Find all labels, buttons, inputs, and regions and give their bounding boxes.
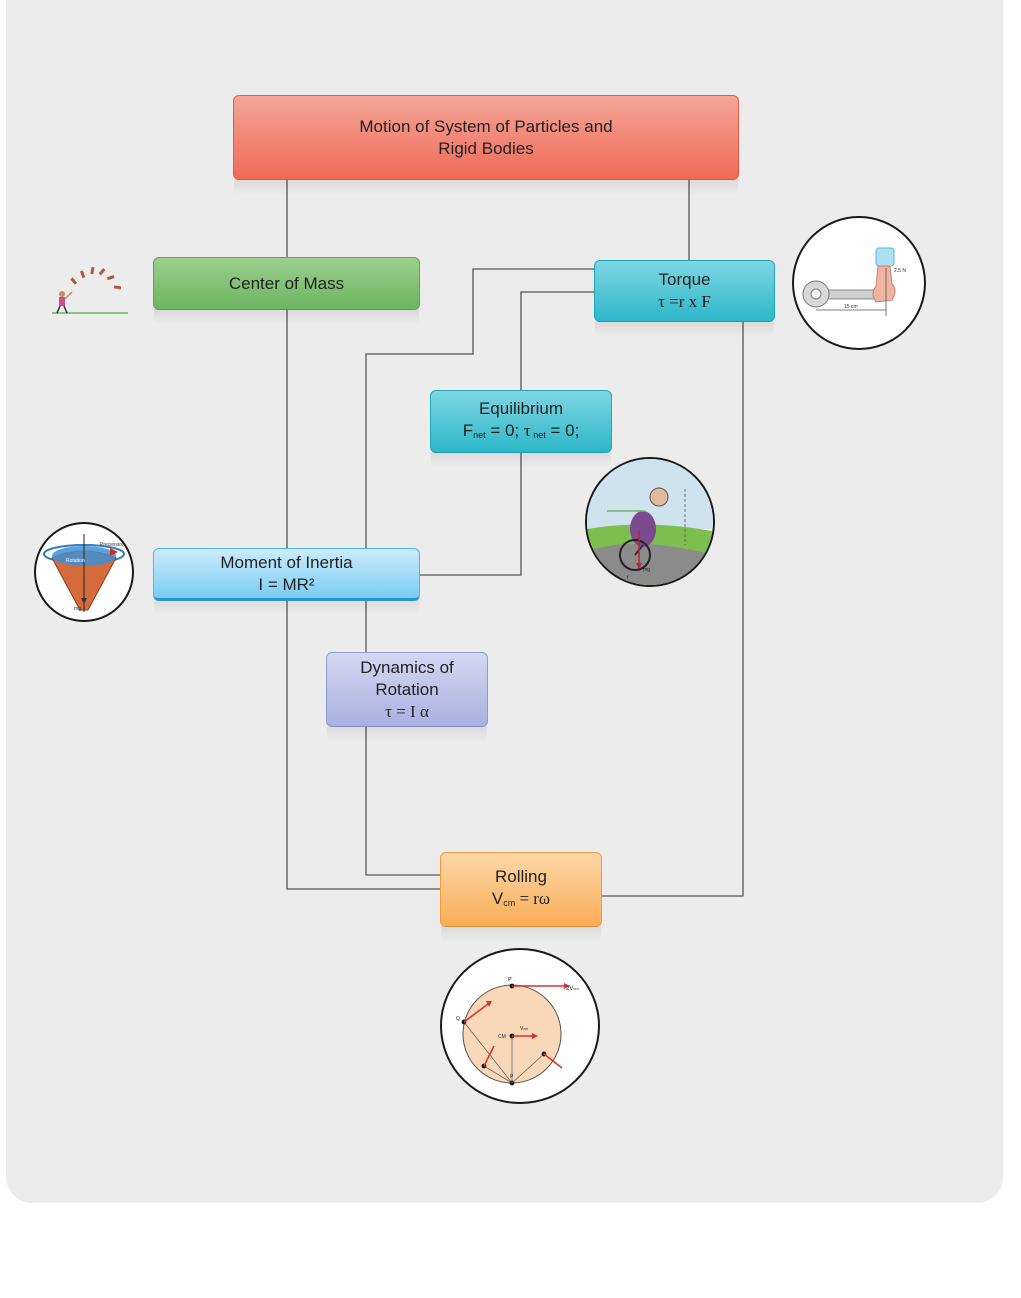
top-mg-label: mg xyxy=(74,606,81,612)
wheel-q-label: Q xyxy=(456,1016,460,1022)
connector-equilibrium-moi xyxy=(420,453,522,576)
cyclist-drawing: mg f xyxy=(587,459,713,585)
wheel-vcm-label: Vcm xyxy=(520,1026,528,1032)
connector-dynamics-rolling xyxy=(365,727,440,876)
wrench-length-label: 15 cm xyxy=(844,304,858,310)
rolling-node: Rolling Vcm = rω xyxy=(440,852,602,942)
top-rotation-label: Rotation xyxy=(66,558,85,564)
equilibrium-formula: Fnet = 0; τ net = 0; xyxy=(463,420,580,446)
rolling-v-sub: cm xyxy=(503,897,516,908)
center-of-mass-label: Center of Mass xyxy=(228,273,345,293)
moment-of-inertia-formula: I = MR² xyxy=(258,574,315,594)
dynamics-formula: τ = I α xyxy=(385,701,429,721)
rolling-wheel-drawing: P' 2Vcm Q CM Vcm P xyxy=(456,977,579,1086)
wheel-velocity-main: 2V xyxy=(566,986,573,992)
center-of-mass-node: Center of Mass xyxy=(153,257,420,325)
torque-formula: τ =r x F xyxy=(658,292,711,311)
equilibrium-label: Equilibrium xyxy=(478,398,564,418)
spinning-top-illustration: Rotation Precession mg xyxy=(34,522,134,622)
wrench-illustration: 2.5 N 15 cm xyxy=(792,216,926,350)
eq-tau: τ xyxy=(523,420,531,440)
dynamics-line-1: Dynamics of xyxy=(360,657,454,677)
eq-f-sub: net xyxy=(473,429,486,440)
title-line-1: Motion of System of Particles and xyxy=(359,116,613,136)
wheel-p-label: P xyxy=(510,1074,514,1080)
spinning-top-drawing: Rotation Precession mg xyxy=(43,534,125,612)
rolling-rest: = rω xyxy=(515,888,551,908)
projectile-illustration xyxy=(52,266,128,314)
wheel-cm-label: CM xyxy=(498,1034,506,1040)
eq-tau-sub: net xyxy=(530,429,546,440)
wheel-vcm-main: V xyxy=(520,1026,524,1032)
cyclist-illustration: mg f xyxy=(585,457,715,587)
dynamics-line-2: Rotation xyxy=(375,679,439,699)
title-node: Motion of System of Particles and Rigid … xyxy=(233,95,739,195)
wheel-velocity-sub: cm xyxy=(573,986,579,991)
moment-of-inertia-label: Moment of Inertia xyxy=(220,552,353,572)
top-precession-label: Precession xyxy=(100,542,125,548)
eq-f: F xyxy=(462,420,474,440)
cyclist-mg-label: mg xyxy=(643,567,650,573)
connector-torque-rolling xyxy=(602,322,744,897)
title-line-2: Rigid Bodies xyxy=(438,138,534,158)
wheel-vcm-sub: cm xyxy=(523,1027,528,1031)
rolling-formula: Vcm = rω xyxy=(492,888,550,914)
connector-torque-equilibrium xyxy=(520,291,594,390)
wheel-velocity-label: 2Vcm xyxy=(566,986,579,992)
equilibrium-node: Equilibrium Fnet = 0; τ net = 0; xyxy=(430,390,612,468)
moment-of-inertia-node: Moment of Inertia I = MR² xyxy=(153,548,420,614)
torque-node: Torque τ =r x F xyxy=(594,260,775,337)
cyclist-f-label: f xyxy=(627,575,629,581)
connector-moi-rolling xyxy=(286,601,440,890)
rolling-v: V xyxy=(491,888,504,908)
torque-label: Torque xyxy=(658,270,711,289)
rolling-wheel-illustration: P' 2Vcm Q CM Vcm P xyxy=(440,948,600,1104)
wrench-force-label: 2.5 N xyxy=(894,268,906,274)
eq-tau-rest: = 0; xyxy=(545,420,580,440)
connector-torque-moi xyxy=(365,268,594,548)
wrench-drawing: 2.5 N 15 cm xyxy=(802,247,906,316)
eq-f-rest: = 0; xyxy=(485,420,524,440)
wheel-top-label: P' xyxy=(508,977,512,983)
rolling-label: Rolling xyxy=(495,866,547,886)
dynamics-of-rotation-node: Dynamics of Rotation τ = I α xyxy=(326,652,488,742)
